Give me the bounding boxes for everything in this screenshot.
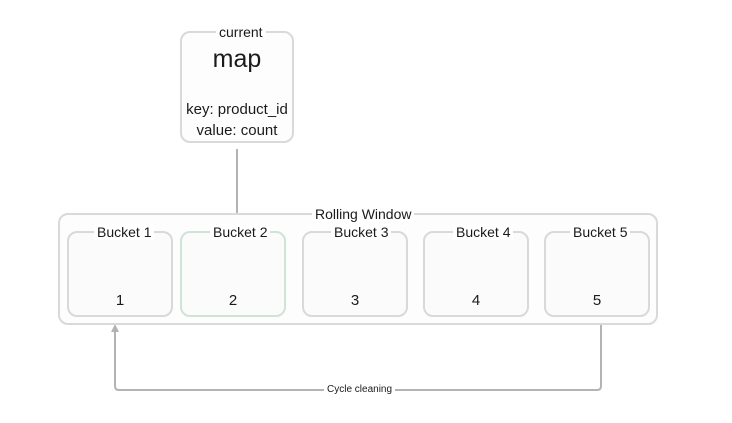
current-legend: current — [216, 24, 266, 40]
map-key-line: key: product_id — [186, 101, 288, 118]
bucket-number: 3 — [350, 292, 360, 309]
current-map-node: map key: product_id value: count — [180, 31, 294, 143]
cycle-cleaning-arrow — [111, 324, 602, 391]
bucket-number: 1 — [115, 292, 125, 309]
bucket-label: Bucket 4 — [453, 224, 514, 240]
cycle-cleaning-label: Cycle cleaning — [324, 383, 396, 396]
bucket-number: 5 — [592, 292, 602, 309]
bucket-1: 1 — [67, 231, 173, 317]
bucket-5: 5 — [544, 231, 650, 317]
bucket-label: Bucket 3 — [331, 224, 392, 240]
bucket-2: 2 — [180, 231, 286, 317]
bucket-label: Bucket 2 — [210, 224, 271, 240]
bucket-3: 3 — [302, 231, 408, 317]
rolling-window-legend: Rolling Window — [312, 206, 415, 222]
map-value-line: value: count — [196, 122, 278, 139]
bucket-label: Bucket 1 — [94, 224, 155, 240]
bucket-number: 4 — [471, 292, 481, 309]
bucket-number: 2 — [228, 292, 238, 309]
bucket-label: Bucket 5 — [570, 224, 631, 240]
map-title: map — [212, 45, 262, 73]
bucket-4: 4 — [423, 231, 529, 317]
